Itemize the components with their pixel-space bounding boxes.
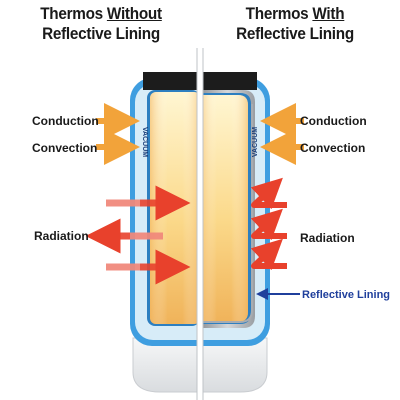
convection-label-left: Convection <box>32 141 97 155</box>
left-title-emph: Without <box>106 4 162 23</box>
radiation-label-right: Radiation <box>300 231 355 245</box>
left-title-pre: Thermos <box>40 4 107 23</box>
conduction-label-right: Conduction <box>300 114 367 128</box>
right-title: Thermos With Reflective Lining <box>210 4 381 44</box>
right-title-line2: Reflective Lining <box>236 24 354 43</box>
vacuum-label-right: VACUUM <box>252 127 259 157</box>
center-divider <box>197 48 203 400</box>
right-title-emph: With <box>312 4 345 23</box>
convection-label-right: Convection <box>300 141 365 155</box>
radiation-arrows-left <box>85 185 191 285</box>
reflective-lining-label: Reflective Lining <box>302 289 390 301</box>
left-title: Thermos Without Reflective Lining <box>16 4 187 44</box>
left-title-line2: Reflective Lining <box>42 24 160 43</box>
radiation-label-left: Radiation <box>34 229 89 243</box>
vacuum-label-left: VACUUM <box>141 127 148 157</box>
left-inner-chamber <box>147 90 200 326</box>
right-inner-chamber <box>200 90 255 328</box>
radiation-arrows-right <box>250 177 287 271</box>
conduction-label-left: Conduction <box>32 114 99 128</box>
right-title-pre: Thermos <box>245 4 313 23</box>
